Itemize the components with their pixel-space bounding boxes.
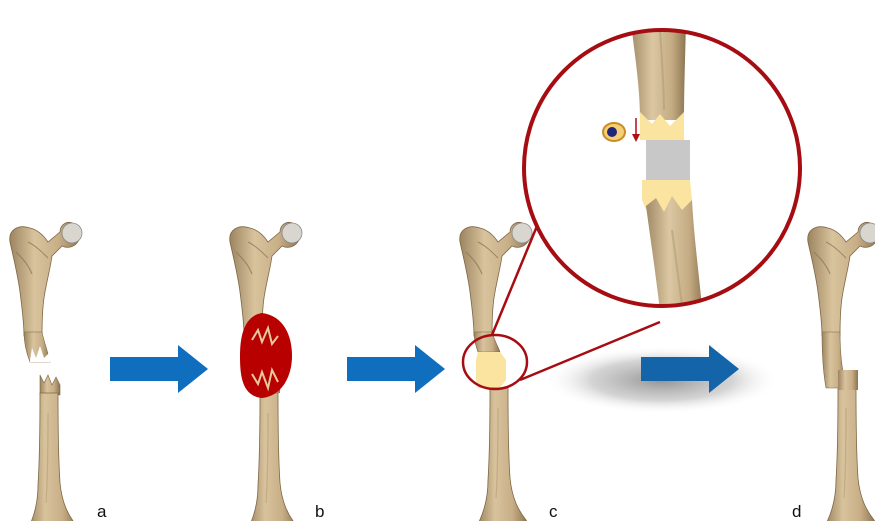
panel-c-soft-callus: c (460, 10, 800, 521)
osteoblast-cell-icon (603, 123, 625, 141)
panel-label-c: c (549, 502, 558, 521)
right-arrow-icon (110, 345, 208, 393)
zoom-detail-circle (524, 10, 800, 330)
panel-label-d: d (792, 502, 801, 521)
right-arrow-icon (347, 345, 445, 393)
panel-d-healed-femur: d (792, 222, 875, 521)
panel-label-b: b (315, 502, 324, 521)
panel-b-hematoma: b (230, 222, 325, 521)
panel-a-fractured-femur: a (10, 222, 107, 521)
panel-label-a: a (97, 502, 107, 521)
gray-matrix-block (646, 140, 690, 180)
